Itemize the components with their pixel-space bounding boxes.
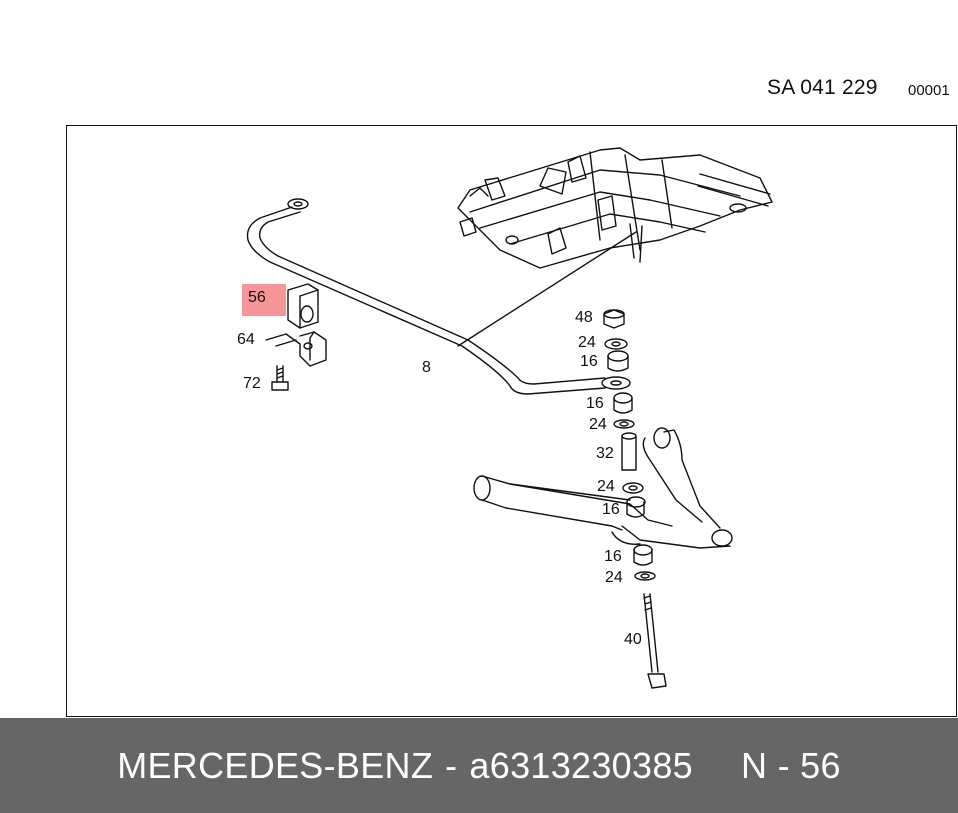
rubber-16-b — [613, 392, 633, 414]
bushing-56 — [287, 283, 319, 329]
callout-56[interactable]: 56 — [242, 284, 286, 316]
part-info-footer: MERCEDES-BENZ - a6313230385 N - 56 — [0, 718, 958, 813]
callout-40[interactable]: 40 — [624, 631, 642, 648]
callout-24-a[interactable]: 24 — [578, 334, 596, 351]
callout-24-d[interactable]: 24 — [605, 569, 623, 586]
rubber-16-d — [633, 544, 653, 566]
drawing-sequence: 00001 — [908, 82, 950, 99]
stabilizer-bar — [246, 198, 637, 395]
callout-64[interactable]: 64 — [237, 331, 255, 348]
rubber-16-c — [626, 496, 646, 518]
callout-16-d[interactable]: 16 — [604, 548, 622, 565]
callout-72[interactable]: 72 — [243, 375, 261, 392]
nut-48 — [603, 309, 625, 329]
callout-48[interactable]: 48 — [575, 309, 593, 326]
sleeve-32 — [621, 432, 637, 471]
rubber-16-a — [607, 350, 629, 372]
bolt-40 — [643, 593, 667, 689]
washer-24-a — [604, 338, 628, 350]
callout-24-b[interactable]: 24 — [589, 416, 607, 433]
callout-16-c[interactable]: 16 — [602, 501, 620, 518]
parts-diagram: SA 041 229 00001 — [66, 76, 957, 717]
callout-8[interactable]: 8 — [422, 359, 431, 376]
clamp-64 — [265, 331, 327, 367]
position-reference: N - 56 — [740, 744, 841, 786]
callout-32[interactable]: 32 — [596, 445, 614, 462]
drawing-code: SA 041 229 — [767, 76, 878, 99]
washer-24-c — [622, 482, 644, 494]
callout-16-b[interactable]: 16 — [586, 395, 604, 412]
callout-24-c[interactable]: 24 — [597, 478, 615, 495]
part-number: a6313230385 — [469, 744, 693, 786]
exploded-view-drawing — [246, 147, 773, 689]
screw-72 — [271, 365, 289, 391]
diagram-frame — [66, 125, 957, 717]
footer-dash: - — [445, 744, 458, 786]
washer-24-b — [613, 419, 635, 429]
chassis-frame — [457, 147, 773, 269]
callout-16-a[interactable]: 16 — [580, 353, 598, 370]
lower-control-arm — [473, 427, 733, 549]
washer-24-d — [634, 571, 656, 581]
brand-name: MERCEDES-BENZ — [117, 744, 434, 786]
